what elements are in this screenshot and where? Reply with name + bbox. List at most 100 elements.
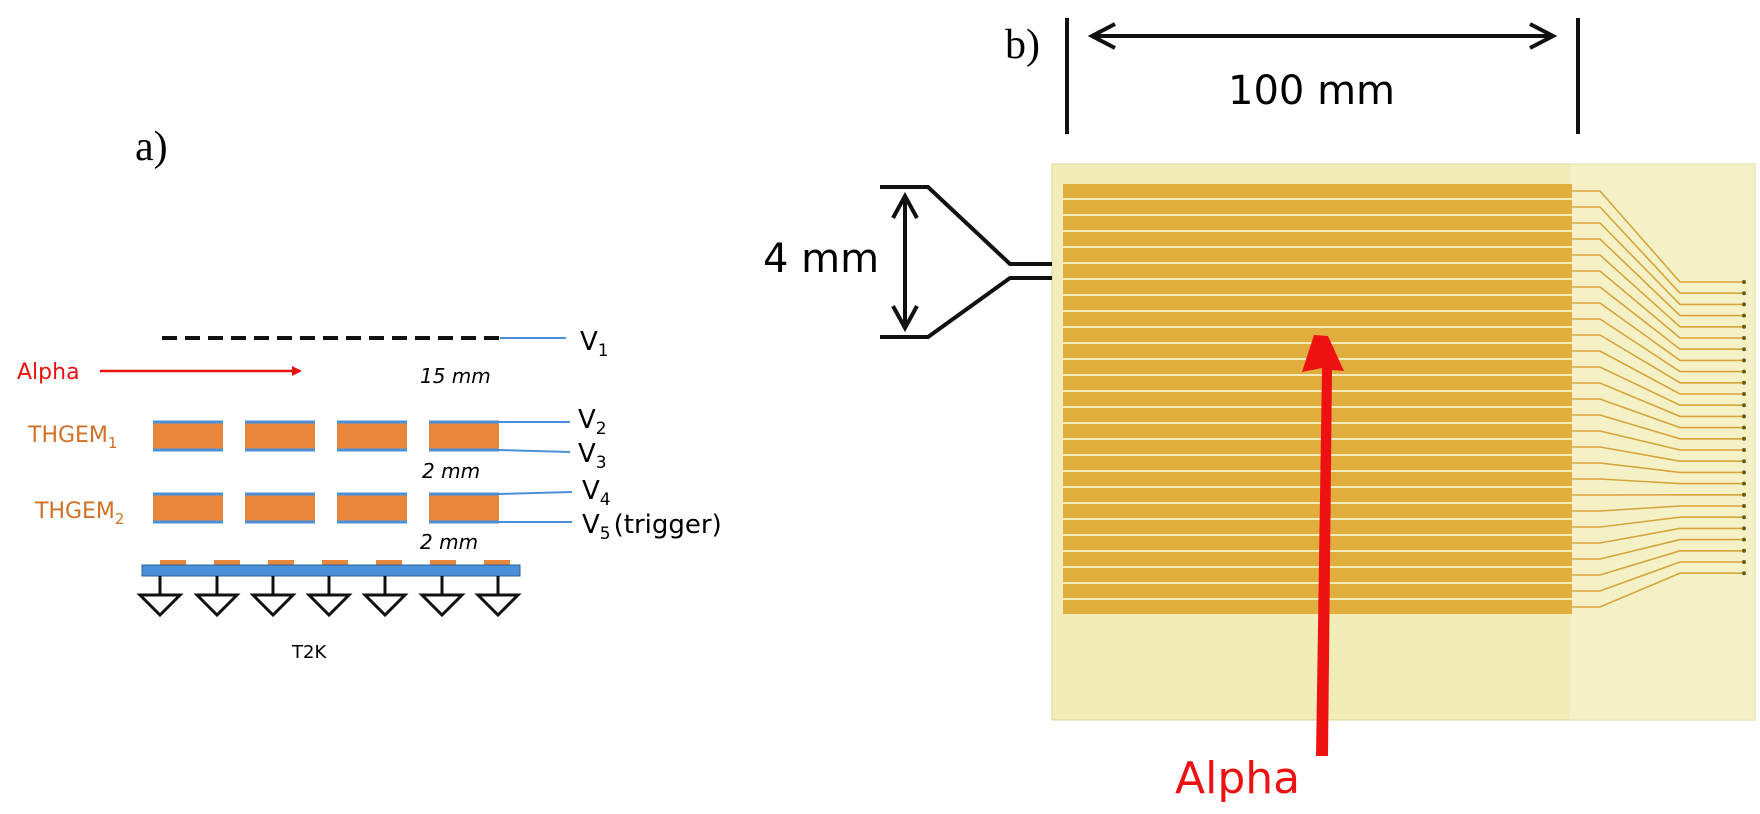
strip bbox=[1063, 504, 1572, 518]
pcb-fanout-area bbox=[1570, 164, 1755, 720]
readout-plane bbox=[141, 564, 521, 577]
gap-1-label: 2 mm bbox=[422, 459, 480, 483]
strip bbox=[1063, 296, 1572, 310]
fanout-trace bbox=[1572, 414, 1742, 440]
strip bbox=[1063, 552, 1572, 566]
fanout-trace bbox=[1572, 350, 1742, 395]
connector-pin bbox=[1742, 324, 1746, 329]
connector-pin bbox=[1742, 459, 1746, 464]
connector-pin bbox=[1742, 481, 1746, 486]
connector-pin bbox=[1742, 336, 1746, 340]
fanout-trace bbox=[1572, 238, 1742, 317]
fanout-trace bbox=[1572, 366, 1742, 406]
strip bbox=[1063, 184, 1572, 198]
connector-pin bbox=[1742, 380, 1746, 385]
pitch-label: 4 mm bbox=[763, 236, 879, 282]
thgem1 bbox=[153, 420, 499, 452]
readout-pads bbox=[160, 560, 510, 565]
strip bbox=[1063, 280, 1572, 294]
connector-pin bbox=[1742, 347, 1746, 352]
strip bbox=[1063, 200, 1572, 214]
strip bbox=[1063, 584, 1572, 598]
connector-pin bbox=[1742, 548, 1746, 553]
strip bbox=[1063, 312, 1572, 326]
panel-a: a) V1 Alpha 15 mm THGEM1 V2 V3 2 m bbox=[17, 124, 722, 663]
fanout-trace bbox=[1572, 334, 1742, 384]
fanout-trace bbox=[1572, 430, 1742, 451]
strip bbox=[1063, 376, 1572, 390]
fanout-trace bbox=[1572, 254, 1742, 328]
gap-drift-label: 15 mm bbox=[420, 364, 491, 388]
width-arrowhead-right bbox=[1529, 22, 1558, 50]
fanout-trace bbox=[1572, 550, 1742, 576]
strip-array bbox=[1063, 184, 1572, 614]
thgem2-label: THGEM2 bbox=[34, 499, 124, 528]
readout-label: T2K bbox=[291, 642, 327, 663]
connector-pin bbox=[1742, 515, 1746, 520]
thgem2 bbox=[153, 492, 499, 524]
fanout-traces bbox=[1572, 190, 1746, 608]
fanout-trace bbox=[1572, 270, 1742, 339]
fanout-trace bbox=[1572, 527, 1742, 544]
connector-pin bbox=[1742, 504, 1746, 508]
gap-2-label: 2 mm bbox=[420, 530, 478, 554]
alpha-label-b: Alpha bbox=[1175, 753, 1300, 804]
connector-pin bbox=[1742, 313, 1746, 318]
fanout-trace bbox=[1572, 190, 1742, 283]
alpha-beam-arrow-b bbox=[1302, 335, 1344, 756]
strip bbox=[1063, 600, 1572, 614]
connector-pin bbox=[1742, 392, 1746, 396]
connector-pin bbox=[1742, 369, 1746, 374]
strip bbox=[1063, 264, 1572, 278]
strip bbox=[1063, 488, 1572, 502]
connector-pin bbox=[1742, 358, 1746, 363]
panel-a-label: a) bbox=[135, 124, 168, 170]
panel-b-label: b) bbox=[1005, 22, 1040, 68]
fanout-trace bbox=[1572, 302, 1742, 362]
width-label: 100 mm bbox=[1228, 68, 1395, 114]
v4-lead bbox=[498, 491, 573, 495]
fanout-trace bbox=[1572, 516, 1742, 528]
strip bbox=[1063, 472, 1572, 486]
strip bbox=[1063, 248, 1572, 262]
ground-symbols bbox=[136, 576, 522, 618]
panel-b: b) 100 mm 4 mm Alpha bbox=[763, 18, 1756, 804]
connector-pin bbox=[1742, 537, 1746, 542]
connector-pin bbox=[1742, 436, 1746, 441]
fanout-trace bbox=[1572, 478, 1742, 485]
fanout-trace bbox=[1572, 398, 1742, 429]
fanout-trace bbox=[1572, 286, 1742, 350]
thgem1-label: THGEM1 bbox=[27, 423, 117, 452]
v5-label: V5(trigger) bbox=[582, 510, 722, 544]
connector-pin bbox=[1742, 403, 1746, 408]
connector-pin bbox=[1742, 448, 1746, 452]
fanout-trace bbox=[1572, 505, 1742, 512]
fanout-trace bbox=[1572, 446, 1742, 462]
connector-pin bbox=[1742, 492, 1746, 497]
fanout-trace bbox=[1572, 206, 1742, 294]
fanout-trace bbox=[1572, 572, 1742, 608]
v4-label: V4 bbox=[582, 476, 611, 510]
strip bbox=[1063, 456, 1572, 470]
connector-pin bbox=[1742, 302, 1746, 307]
connector-pin bbox=[1742, 560, 1746, 564]
strip bbox=[1063, 392, 1572, 406]
alpha-label-a: Alpha bbox=[17, 360, 80, 385]
strip bbox=[1063, 424, 1572, 438]
strip bbox=[1063, 520, 1572, 534]
v3-label: V3 bbox=[578, 439, 607, 473]
pitch-arrowhead-top bbox=[891, 191, 919, 219]
pitch-arrowhead-bottom bbox=[891, 305, 919, 333]
strip bbox=[1063, 216, 1572, 230]
fanout-trace bbox=[1572, 222, 1742, 306]
strip bbox=[1063, 568, 1572, 582]
connector-pin bbox=[1742, 470, 1746, 475]
connector-pin bbox=[1742, 571, 1746, 576]
fanout-trace bbox=[1572, 318, 1742, 373]
fanout-trace bbox=[1572, 462, 1742, 474]
connector-pin bbox=[1742, 414, 1746, 419]
v3-lead bbox=[498, 449, 571, 453]
strip bbox=[1063, 536, 1572, 550]
fanout-trace bbox=[1572, 382, 1742, 418]
